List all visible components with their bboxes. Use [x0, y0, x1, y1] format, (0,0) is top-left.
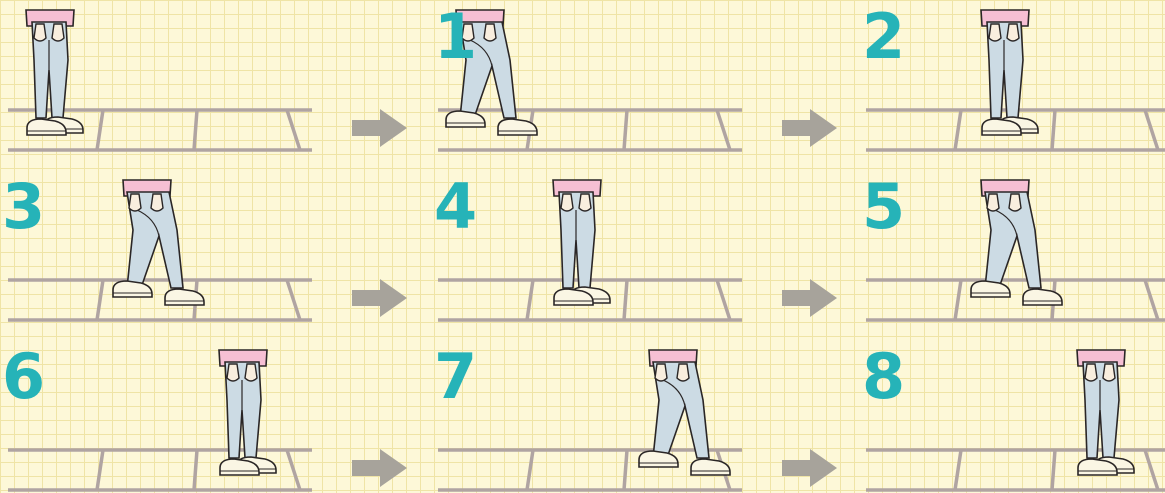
step-number: 3 [2, 170, 45, 243]
front-shoe [691, 459, 730, 475]
step-panel-2: 2 [862, 0, 1165, 150]
ladder-rung-1 [97, 110, 103, 150]
person-legs-walk [639, 350, 730, 475]
step-number: 7 [434, 340, 477, 413]
ladder-rung-3 [1145, 450, 1158, 490]
right-hand [484, 24, 496, 41]
step-panel-6: 6 [2, 340, 312, 490]
ladder-rung-3 [717, 110, 730, 150]
right-hand [1103, 364, 1115, 381]
right-arrow-icon [352, 449, 407, 487]
ladder-rung-1 [97, 280, 103, 320]
ladder-rung-2 [624, 450, 627, 490]
person-legs-walk [113, 180, 204, 305]
person-legs-stand [1077, 350, 1134, 475]
ladder-rung-1 [527, 450, 533, 490]
front-shoe [165, 289, 204, 305]
right-arrow-icon [352, 109, 407, 147]
step-panel-7: 7 [434, 340, 742, 490]
left-hand [987, 194, 999, 211]
ladder-rung-3 [287, 450, 300, 490]
right-hand [1007, 24, 1019, 41]
ladder-rung-2 [624, 280, 627, 320]
step-number: 1 [434, 0, 477, 73]
step-number: 5 [862, 170, 905, 243]
right-hand [52, 24, 64, 41]
right-hand [151, 194, 163, 211]
step-number: 4 [434, 170, 477, 243]
back-shoe [113, 281, 152, 297]
ladder-rung-1 [955, 110, 961, 150]
step-panel-start [8, 10, 312, 150]
step-number: 2 [862, 0, 905, 73]
right-hand [1009, 194, 1021, 211]
step-panel-5: 5 [862, 170, 1165, 320]
front-shoe [1023, 289, 1062, 305]
person-legs-stand [219, 350, 276, 475]
ladder-rung-2 [1052, 450, 1055, 490]
step-number: 6 [2, 340, 45, 413]
ladder-rung-2 [1052, 110, 1055, 150]
ladder-rung-1 [527, 280, 533, 320]
left-hand [989, 24, 1001, 41]
person-legs-stand [26, 10, 83, 135]
right-arrow-icon [782, 109, 837, 147]
step-panel-3: 3 [2, 170, 312, 320]
left-hand [561, 194, 573, 211]
left-hand [1085, 364, 1097, 381]
right-hand [677, 364, 689, 381]
step-panel-4: 4 [434, 170, 742, 320]
ladder-rung-2 [194, 450, 197, 490]
ladder-rung-3 [1145, 110, 1158, 150]
left-hand [655, 364, 667, 381]
right-hand [245, 364, 257, 381]
right-arrow-icon [352, 279, 407, 317]
person-legs-walk [971, 180, 1062, 305]
ladder-rung-1 [97, 450, 103, 490]
right-hand [579, 194, 591, 211]
person-legs-stand [553, 180, 610, 305]
person-legs-stand [981, 10, 1038, 135]
step-panel-1: 1 [434, 0, 742, 150]
ladder-rung-3 [717, 280, 730, 320]
step-number: 8 [862, 340, 905, 413]
left-hand [129, 194, 141, 211]
back-shoe [446, 111, 485, 127]
ladder-rung-2 [194, 110, 197, 150]
step-panel-8: 8 [862, 340, 1165, 490]
ladder-rung-2 [624, 110, 627, 150]
left-hand [227, 364, 239, 381]
right-arrow-icon [782, 449, 837, 487]
ladder-rung-3 [287, 280, 300, 320]
back-shoe [971, 281, 1010, 297]
ladder-rung-1 [955, 280, 961, 320]
ladder-rung-3 [1145, 280, 1158, 320]
left-hand [34, 24, 46, 41]
right-arrow-icon [782, 279, 837, 317]
ladder-rung-3 [287, 110, 300, 150]
back-shoe [639, 451, 678, 467]
ladder-rung-1 [955, 450, 961, 490]
